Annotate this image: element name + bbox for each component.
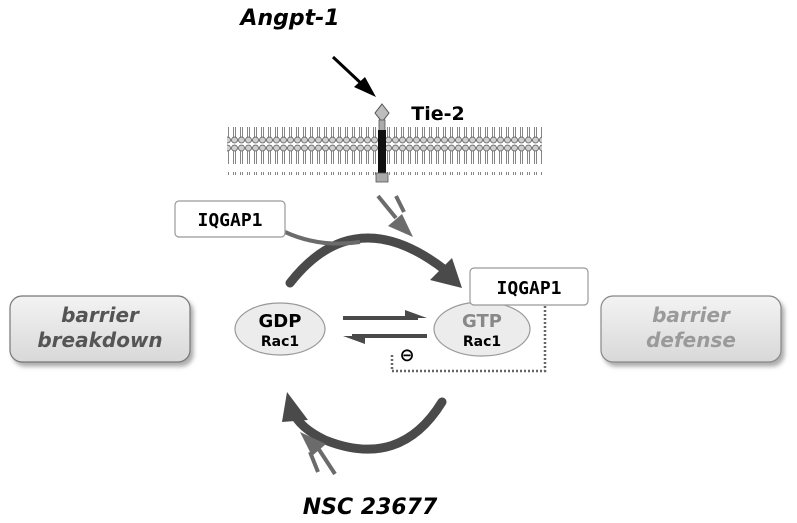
inhibition-feedback-line: [390, 306, 547, 373]
iqgap1-left-connector: [284, 230, 361, 246]
barrier-breakdown-line1: barrier: [61, 303, 140, 327]
iqgap1-right-box: [469, 267, 589, 306]
barrier-defense-line1: barrier: [652, 303, 731, 327]
inactivation-arrow: [282, 392, 447, 454]
gdp-label: GDP: [259, 311, 302, 332]
barrier-breakdown-box: [9, 295, 191, 363]
barrier-defense-line2: defense: [646, 328, 736, 352]
equilibrium-arrows: [343, 310, 427, 344]
gtp-label: GTP: [462, 311, 502, 332]
barrier-defense-box: [600, 295, 782, 363]
gtp-rac1-label: Rac1: [463, 334, 501, 350]
tie2-label: Tie-2: [411, 103, 464, 125]
gdp-rac1-label: Rac1: [261, 334, 299, 350]
barrier-breakdown-line2: breakdown: [37, 328, 162, 352]
inhibition-symbol: ⊖: [399, 345, 414, 366]
angpt1-arrow: [331, 55, 376, 97]
angpt1-label: Angpt-1: [238, 6, 339, 31]
iqgap1-left-label: IQGAP1: [197, 210, 262, 231]
iqgap1-left-box: [174, 200, 286, 238]
tie2-receptor: [374, 103, 390, 183]
nsc23677-arrow: [300, 432, 337, 476]
gdp-rac1-node: [234, 302, 326, 356]
activation-arrow: [285, 233, 462, 288]
nsc23677-label: NSC 23677: [303, 495, 438, 520]
iqgap1-right-label: IQGAP1: [496, 278, 561, 299]
receptor-signal-arrow: [376, 194, 413, 237]
